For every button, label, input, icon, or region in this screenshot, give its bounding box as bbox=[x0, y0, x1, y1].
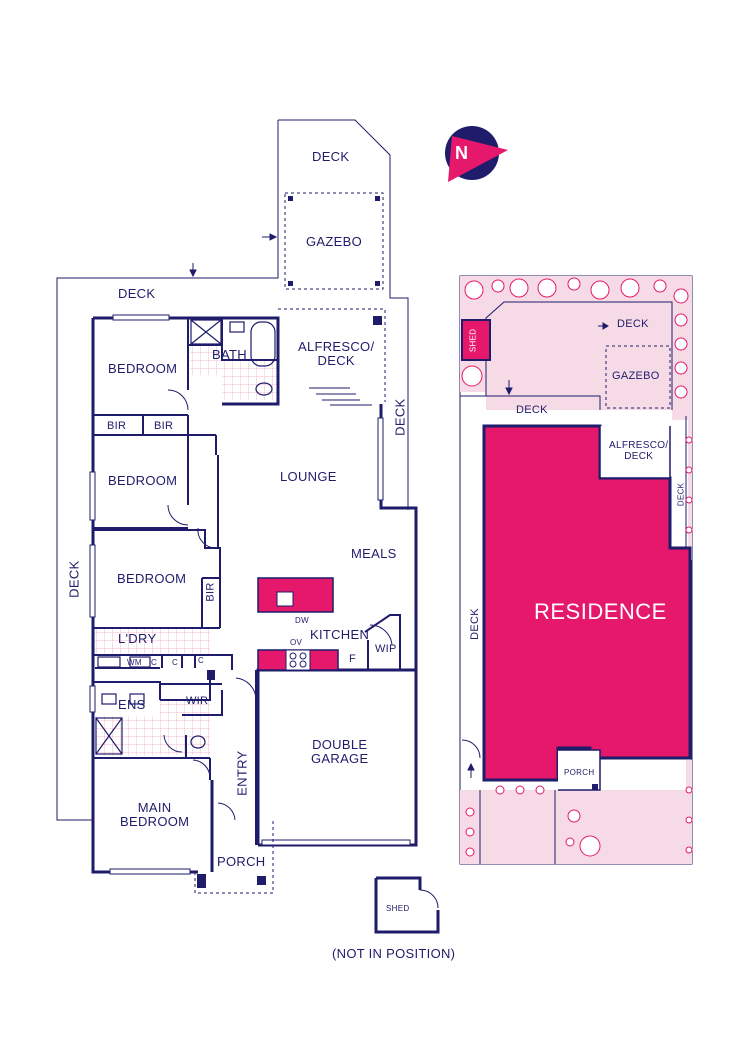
entry-arrows bbox=[189, 233, 278, 278]
lounge-label: LOUNGE bbox=[280, 469, 337, 484]
wir-label: WIR bbox=[186, 695, 209, 707]
door-swings bbox=[163, 387, 439, 909]
bir-3-label: BIR bbox=[204, 582, 217, 602]
wip-label: WIP bbox=[375, 643, 397, 655]
not-in-position-note: (NOT IN POSITION) bbox=[332, 946, 456, 961]
interior-walls bbox=[93, 318, 401, 845]
double-garage-label: DOUBLE GARAGE bbox=[311, 737, 369, 767]
porch-outline bbox=[194, 820, 274, 894]
site-deck-east-label: DECK bbox=[676, 482, 686, 507]
deck-top-label: DECK bbox=[312, 149, 350, 164]
cupboard-3-label: C bbox=[198, 656, 205, 665]
kitchen-label: KITCHEN bbox=[310, 627, 370, 642]
bath-label: BATH bbox=[212, 347, 247, 362]
north-arrow-icon bbox=[445, 126, 508, 182]
site-deck-mid-label: DECK bbox=[516, 404, 548, 416]
deck-side-label: DECK bbox=[392, 398, 408, 436]
porch-label: PORCH bbox=[217, 854, 266, 869]
alfresco-label: ALFRESCO/ DECK bbox=[298, 339, 375, 369]
oven-label: OV bbox=[290, 638, 303, 647]
bedroom-2-label: BEDROOM bbox=[108, 473, 178, 488]
fridge-label: F bbox=[349, 653, 357, 665]
dishwasher-label: DW bbox=[295, 616, 309, 625]
bedroom-1-label: BEDROOM bbox=[108, 361, 178, 376]
cupboard-2-label: C bbox=[172, 658, 179, 667]
windows bbox=[89, 314, 411, 875]
site-gazebo-label: GAZEBO bbox=[612, 370, 660, 382]
shed-label: SHED bbox=[386, 904, 410, 913]
site-alfresco-label: ALFRESCO/ DECK bbox=[609, 440, 669, 462]
house-walls bbox=[91, 316, 418, 874]
site-shed-box bbox=[461, 319, 491, 361]
north-letter: N bbox=[455, 143, 469, 163]
bir-1-label: BIR bbox=[107, 420, 127, 432]
meals-label: MEALS bbox=[351, 546, 397, 561]
main-bedroom-label: MAIN BEDROOM bbox=[120, 800, 190, 830]
site-deck-west-label: DECK bbox=[468, 608, 481, 640]
shed-outline bbox=[374, 876, 440, 934]
bir-2-label: BIR bbox=[154, 420, 174, 432]
outdoor-deck-outline bbox=[56, 119, 409, 821]
entry-label: ENTRY bbox=[234, 750, 250, 796]
laundry-label: L'DRY bbox=[118, 631, 157, 646]
gazebo-label: GAZEBO bbox=[306, 234, 362, 249]
site-entry-arrows bbox=[467, 322, 609, 778]
bedroom-3-label: BEDROOM bbox=[117, 571, 187, 586]
garden-trees bbox=[461, 277, 693, 857]
deck-west-label: DECK bbox=[66, 560, 82, 598]
site-deck-top-label: DECK bbox=[617, 318, 649, 330]
kitchen-benches bbox=[207, 577, 339, 680]
cupboard-1-label: C bbox=[151, 658, 158, 667]
deck-left-top-label: DECK bbox=[118, 286, 156, 301]
bath-fixtures bbox=[95, 319, 276, 755]
washing-machine-label: WM bbox=[127, 658, 142, 667]
residence-label: RESIDENCE bbox=[534, 599, 667, 624]
ensuite-label: ENS bbox=[118, 697, 146, 712]
site-porch-label: PORCH bbox=[564, 768, 595, 777]
gazebo-outline bbox=[278, 192, 386, 402]
site-shed-label: SHED bbox=[468, 328, 478, 353]
